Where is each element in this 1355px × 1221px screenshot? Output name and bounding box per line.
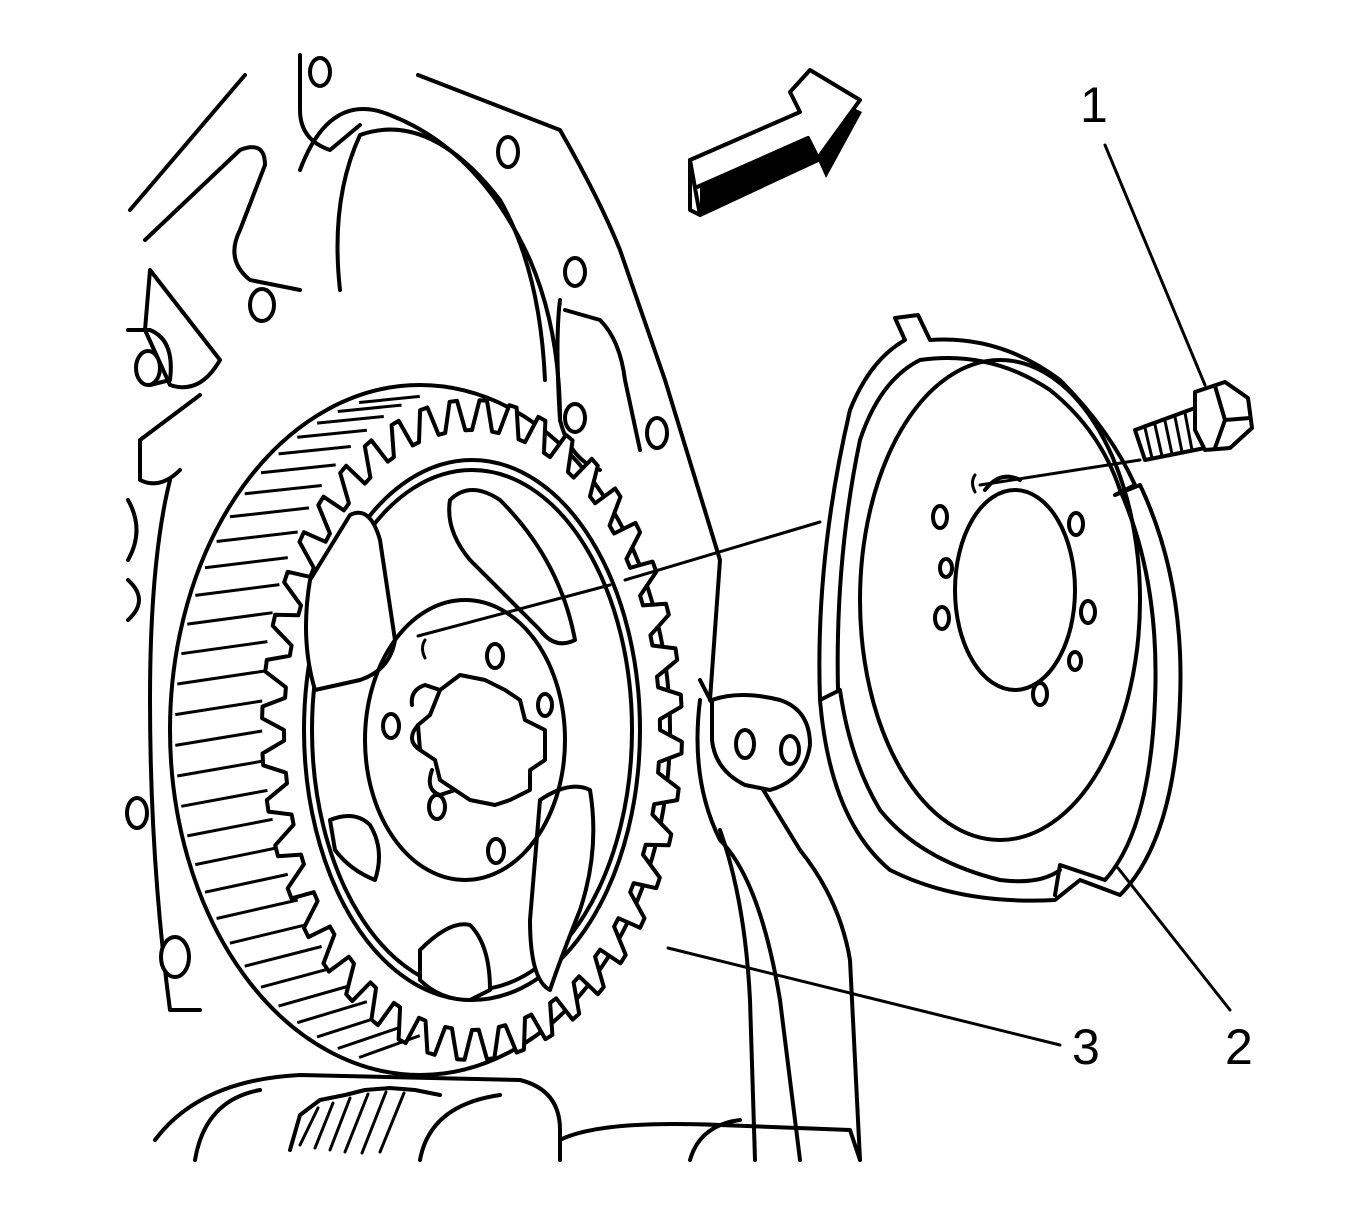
gear-tooth-line xyxy=(229,506,310,519)
gear-tooth-line xyxy=(278,445,351,456)
bolt xyxy=(1133,380,1254,462)
direction-arrow-icon xyxy=(688,68,862,217)
gear-tooth-line xyxy=(216,898,299,920)
gear-tooth-line xyxy=(260,463,336,475)
retainer-plate xyxy=(817,313,1183,903)
gear-tooth-line xyxy=(216,530,298,543)
engine-front-cover xyxy=(125,53,862,1162)
gear-tooth-line xyxy=(187,611,273,626)
callout-2: 2 xyxy=(1225,1019,1253,1075)
gear-tooth-line xyxy=(296,1000,368,1025)
camshaft-gear xyxy=(168,383,684,1077)
gear-tooth-line xyxy=(204,556,288,570)
gear-tooth-line xyxy=(316,415,384,425)
leader-lines xyxy=(666,143,1232,1047)
callout-3: 3 xyxy=(1072,1019,1100,1075)
callout-1: 1 xyxy=(1080,77,1108,133)
gear-tooth-line xyxy=(337,403,402,413)
gear-tooth-line xyxy=(204,872,289,894)
gear-tooth-line xyxy=(177,759,265,778)
gear-tooth-line xyxy=(358,394,420,404)
gear-tooth-line xyxy=(187,817,273,838)
gear-tooth-line xyxy=(337,1025,402,1050)
gear-tooth-line xyxy=(244,945,323,968)
gear-tooth-line xyxy=(175,699,263,717)
gear-tooth-line xyxy=(194,845,280,867)
lower-crank-assembly xyxy=(153,1073,862,1162)
alignment-lines xyxy=(416,458,1142,638)
gear-tooth-line xyxy=(297,428,368,439)
gear-tooth-line xyxy=(175,729,263,747)
gear-tooth-line xyxy=(177,669,265,686)
leader-line-2 xyxy=(1116,866,1232,1012)
gear-tooth-line xyxy=(244,484,322,496)
gear-tooth-line xyxy=(229,922,310,945)
gear-tooth-line xyxy=(181,788,268,808)
leader-line-1 xyxy=(1103,143,1207,387)
leader-line-3 xyxy=(666,946,1062,1047)
gear-tooth-line xyxy=(278,984,352,1008)
gear-tooth-line xyxy=(195,583,280,597)
gear-tooth-line xyxy=(260,965,337,989)
gear-tooth-line xyxy=(181,640,268,656)
